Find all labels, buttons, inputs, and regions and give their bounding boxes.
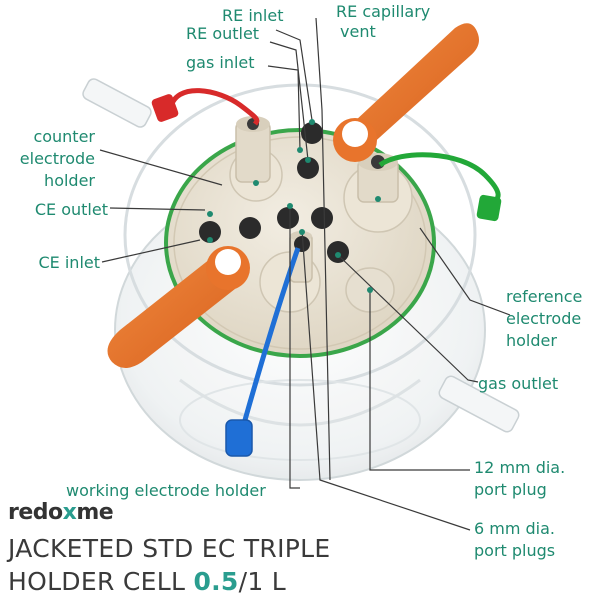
label-working-electrode-holder: working electrode holder <box>66 481 266 500</box>
leader-dots <box>207 119 381 293</box>
brand-part3: me <box>76 500 114 525</box>
right-hose-barb <box>438 375 520 433</box>
left-hose-barb <box>82 78 152 128</box>
label-ce-inlet: CE inlet <box>38 253 100 272</box>
product-title-line2: HOLDER CELL 0.5/1 L <box>8 567 286 596</box>
label-port12-line2: port plug <box>474 480 547 499</box>
blue-tube <box>242 247 301 421</box>
title-volume-highlight: 0.5 <box>193 567 239 596</box>
label-counter-line1: counter <box>33 127 95 146</box>
label-port6-line1: 6 mm dia. <box>474 519 556 538</box>
title-suffix: /1 L <box>238 567 287 596</box>
port-caps <box>199 122 349 263</box>
title-prefix: HOLDER CELL <box>8 567 194 596</box>
blue-connector <box>225 419 253 457</box>
clamp-top-right <box>333 23 479 162</box>
label-gas-inlet: gas inlet <box>186 53 255 72</box>
leader-lines <box>99 17 511 531</box>
label-port6-line2: port plugs <box>474 541 556 560</box>
label-reference-line3: holder <box>506 331 557 350</box>
clamp-bottom-left <box>107 246 250 368</box>
green-connector <box>476 194 502 222</box>
label-re-outlet: RE outlet <box>186 24 260 43</box>
product-title-line1: JACKETED STD EC TRIPLE <box>8 534 331 563</box>
brand-part1: redo <box>8 500 63 525</box>
label-re-capillary-line1: RE capillary <box>336 2 431 21</box>
label-counter-line3: holder <box>44 171 95 190</box>
label-port12-line1: 12 mm dia. <box>474 458 566 477</box>
label-counter-line2: electrode <box>19 149 95 168</box>
brand-part2: x <box>62 500 77 525</box>
counter-electrode-holder <box>235 116 271 183</box>
label-ce-outlet: CE outlet <box>34 200 108 219</box>
label-re-inlet: RE inlet <box>222 6 284 25</box>
label-gas-outlet: gas outlet <box>478 374 559 393</box>
label-reference-line1: reference <box>506 287 583 306</box>
label-re-capillary-line2: vent <box>340 22 376 41</box>
red-connector <box>151 94 179 122</box>
label-reference-line2: electrode <box>506 309 582 328</box>
brand-logo: redoxme <box>8 500 114 525</box>
red-tube <box>167 88 260 126</box>
